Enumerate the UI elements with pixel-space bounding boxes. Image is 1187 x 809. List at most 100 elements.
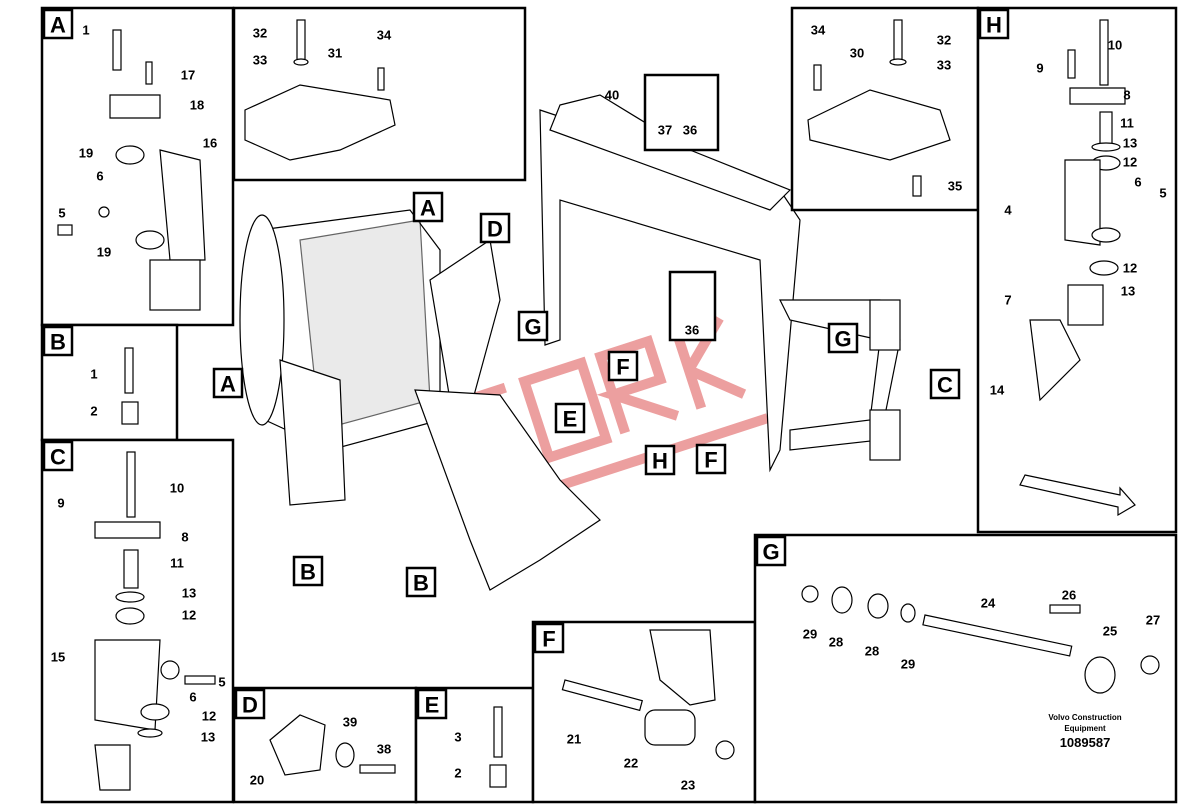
svg-text:15: 15 — [51, 650, 65, 665]
svg-text:13: 13 — [201, 730, 215, 745]
panel-b-callouts: 1 2 — [90, 367, 97, 419]
svg-text:34: 34 — [377, 28, 392, 43]
svg-text:A: A — [220, 372, 236, 397]
svg-text:32: 32 — [253, 26, 267, 41]
svg-text:40: 40 — [605, 88, 619, 103]
svg-text:H: H — [986, 13, 1002, 38]
svg-text:B: B — [300, 560, 316, 585]
panel-c — [40, 438, 235, 804]
panel-tag-a: A — [42, 8, 74, 40]
panel-tag-e: E — [416, 688, 448, 720]
svg-text:21: 21 — [567, 732, 581, 747]
svg-text:16: 16 — [203, 136, 217, 151]
svg-text:36: 36 — [683, 123, 697, 138]
svg-text:12: 12 — [1123, 155, 1137, 170]
panel-tag-h: H — [978, 8, 1010, 40]
svg-text:24: 24 — [981, 596, 996, 611]
svg-text:13: 13 — [1121, 284, 1135, 299]
svg-text:37: 37 — [658, 123, 672, 138]
svg-text:11: 11 — [1120, 116, 1134, 131]
svg-text:G: G — [834, 327, 851, 352]
svg-text:29: 29 — [803, 627, 817, 642]
panel-tag-b: B — [42, 325, 74, 357]
panel-topright-callouts: 34 30 32 33 35 — [811, 23, 962, 194]
svg-text:C: C — [937, 373, 953, 398]
panel-e-callouts: 3 2 — [454, 730, 461, 781]
svg-text:14: 14 — [990, 383, 1005, 398]
panel-h — [976, 6, 1178, 534]
svg-text:G: G — [762, 540, 779, 565]
svg-text:30: 30 — [850, 46, 864, 61]
svg-text:8: 8 — [1123, 88, 1130, 103]
panel-f — [531, 620, 757, 804]
svg-text:E: E — [563, 407, 578, 432]
svg-text:12: 12 — [202, 709, 216, 724]
svg-text:4: 4 — [1004, 203, 1012, 218]
svg-text:Equipment: Equipment — [1064, 724, 1106, 733]
svg-text:17: 17 — [181, 68, 195, 83]
main-assembly-drawing — [239, 79, 901, 591]
svg-text:8: 8 — [181, 530, 188, 545]
svg-text:36: 36 — [685, 323, 699, 338]
panel-h-callouts: 10 9 8 11 13 12 6 5 4 12 7 13 14 — [990, 38, 1167, 398]
svg-text:10: 10 — [1108, 38, 1122, 53]
svg-text:B: B — [50, 330, 66, 355]
svg-text:1: 1 — [90, 367, 97, 382]
panel-c-callouts: 10 9 8 11 13 12 15 5 6 12 13 — [51, 481, 226, 745]
panel-part-sketches — [57, 19, 1160, 791]
panel-a — [40, 6, 235, 327]
svg-text:9: 9 — [1036, 61, 1043, 76]
svg-text:29: 29 — [901, 657, 915, 672]
panel-tag-f: F — [533, 622, 565, 654]
svg-text:28: 28 — [829, 635, 843, 650]
svg-text:2: 2 — [90, 404, 97, 419]
main-tags: A D A G F E H F B B G C 40 37 36 36 — [212, 73, 961, 598]
svg-text:D: D — [487, 217, 503, 242]
catalog-footer: Volvo Construction Equipment 1089587 — [1048, 713, 1121, 750]
svg-text:35: 35 — [948, 179, 962, 194]
svg-text:12: 12 — [1123, 261, 1137, 276]
svg-text:5: 5 — [218, 675, 225, 690]
svg-text:5: 5 — [1159, 186, 1166, 201]
svg-text:12: 12 — [182, 608, 196, 623]
svg-text:19: 19 — [97, 245, 111, 260]
svg-text:22: 22 — [624, 756, 638, 771]
svg-text:H: H — [652, 449, 668, 474]
svg-text:13: 13 — [182, 586, 196, 601]
svg-text:38: 38 — [377, 742, 391, 757]
svg-text:3: 3 — [454, 730, 461, 745]
svg-text:11: 11 — [170, 556, 184, 571]
svg-text:9: 9 — [57, 496, 64, 511]
svg-text:6: 6 — [189, 690, 196, 705]
svg-text:31: 31 — [328, 46, 342, 61]
svg-text:33: 33 — [937, 58, 951, 73]
svg-text:1: 1 — [82, 23, 89, 38]
svg-text:1089587: 1089587 — [1060, 735, 1111, 750]
panel-a-callouts: 1 17 18 16 19 6 5 19 — [58, 23, 217, 260]
svg-text:18: 18 — [190, 98, 204, 113]
svg-text:10: 10 — [170, 481, 184, 496]
panel-tag-d: D — [234, 688, 266, 720]
svg-text:6: 6 — [1134, 175, 1141, 190]
panel-d-callouts: 39 20 38 — [250, 715, 391, 788]
svg-text:Volvo Construction: Volvo Construction — [1048, 713, 1121, 722]
svg-text:13: 13 — [1123, 136, 1137, 151]
svg-text:F: F — [704, 448, 717, 473]
svg-text:D: D — [242, 693, 258, 718]
svg-text:34: 34 — [811, 23, 826, 38]
svg-text:39: 39 — [343, 715, 357, 730]
svg-text:23: 23 — [681, 778, 695, 793]
svg-text:E: E — [425, 693, 440, 718]
svg-text:F: F — [616, 355, 629, 380]
svg-text:27: 27 — [1146, 613, 1160, 628]
panel-f-callouts: 21 22 23 — [567, 732, 695, 793]
svg-text:7: 7 — [1004, 293, 1011, 308]
svg-text:6: 6 — [96, 169, 103, 184]
panel-tag-g: G — [755, 535, 787, 567]
svg-text:32: 32 — [937, 33, 951, 48]
svg-text:F: F — [542, 627, 555, 652]
svg-text:19: 19 — [79, 146, 93, 161]
svg-text:B: B — [413, 571, 429, 596]
svg-text:26: 26 — [1062, 588, 1076, 603]
panel-g-callouts: 24 26 25 27 29 28 28 29 — [803, 588, 1160, 672]
